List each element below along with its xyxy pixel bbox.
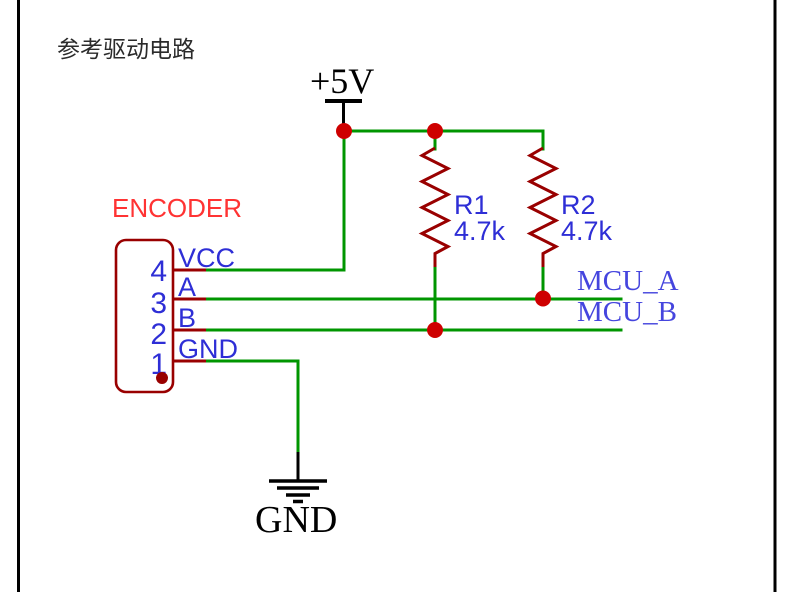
resistor-r2-designator: R2 bbox=[561, 190, 596, 220]
resistor-r1-symbol bbox=[418, 146, 452, 267]
junction-r2-net-a bbox=[535, 290, 551, 307]
resistor-r1: R1 4.7k bbox=[418, 146, 506, 267]
pin1-marker-dot bbox=[156, 372, 168, 384]
resistor-r1-value: 4.7k bbox=[454, 216, 506, 246]
junction-r1-net-b bbox=[427, 322, 443, 338]
encoder-designator: ENCODER bbox=[112, 193, 242, 223]
wire-5v-rail bbox=[342, 129, 545, 151]
gnd-power-port: GND bbox=[255, 452, 337, 541]
vcc-power-label: +5V bbox=[310, 61, 374, 101]
gnd-power-label: GND bbox=[255, 499, 337, 541]
net-label-mcu-a: MCU_A bbox=[577, 265, 679, 297]
net-label-mcu-b: MCU_B bbox=[577, 296, 677, 328]
pin-number-4: 4 bbox=[150, 255, 167, 288]
resistor-r2-symbol bbox=[526, 146, 560, 267]
junction-5v-feed bbox=[336, 123, 352, 139]
pin-name-vcc: VCC bbox=[178, 243, 235, 273]
encoder-component: ENCODER 4 3 2 1 VCC A B GND bbox=[112, 193, 242, 394]
figure-title: 参考驱动电路 bbox=[57, 36, 195, 62]
wires bbox=[203, 129, 623, 455]
pin-name-a: A bbox=[178, 272, 196, 302]
resistor-r1-designator: R1 bbox=[454, 190, 489, 220]
junction-r1-top bbox=[427, 123, 443, 139]
pin-name-gnd: GND bbox=[178, 334, 238, 364]
pin-number-3: 3 bbox=[150, 287, 167, 320]
wire-gnd bbox=[203, 359, 300, 455]
wire-vcc-to-5v bbox=[203, 129, 346, 272]
vcc-power-port: +5V bbox=[310, 61, 374, 127]
resistor-r2: R2 4.7k bbox=[526, 146, 613, 267]
resistor-r2-value: 4.7k bbox=[561, 216, 613, 246]
encoder-body bbox=[114, 238, 175, 394]
pin-number-2: 2 bbox=[150, 318, 167, 351]
pin-name-b: B bbox=[178, 303, 196, 333]
